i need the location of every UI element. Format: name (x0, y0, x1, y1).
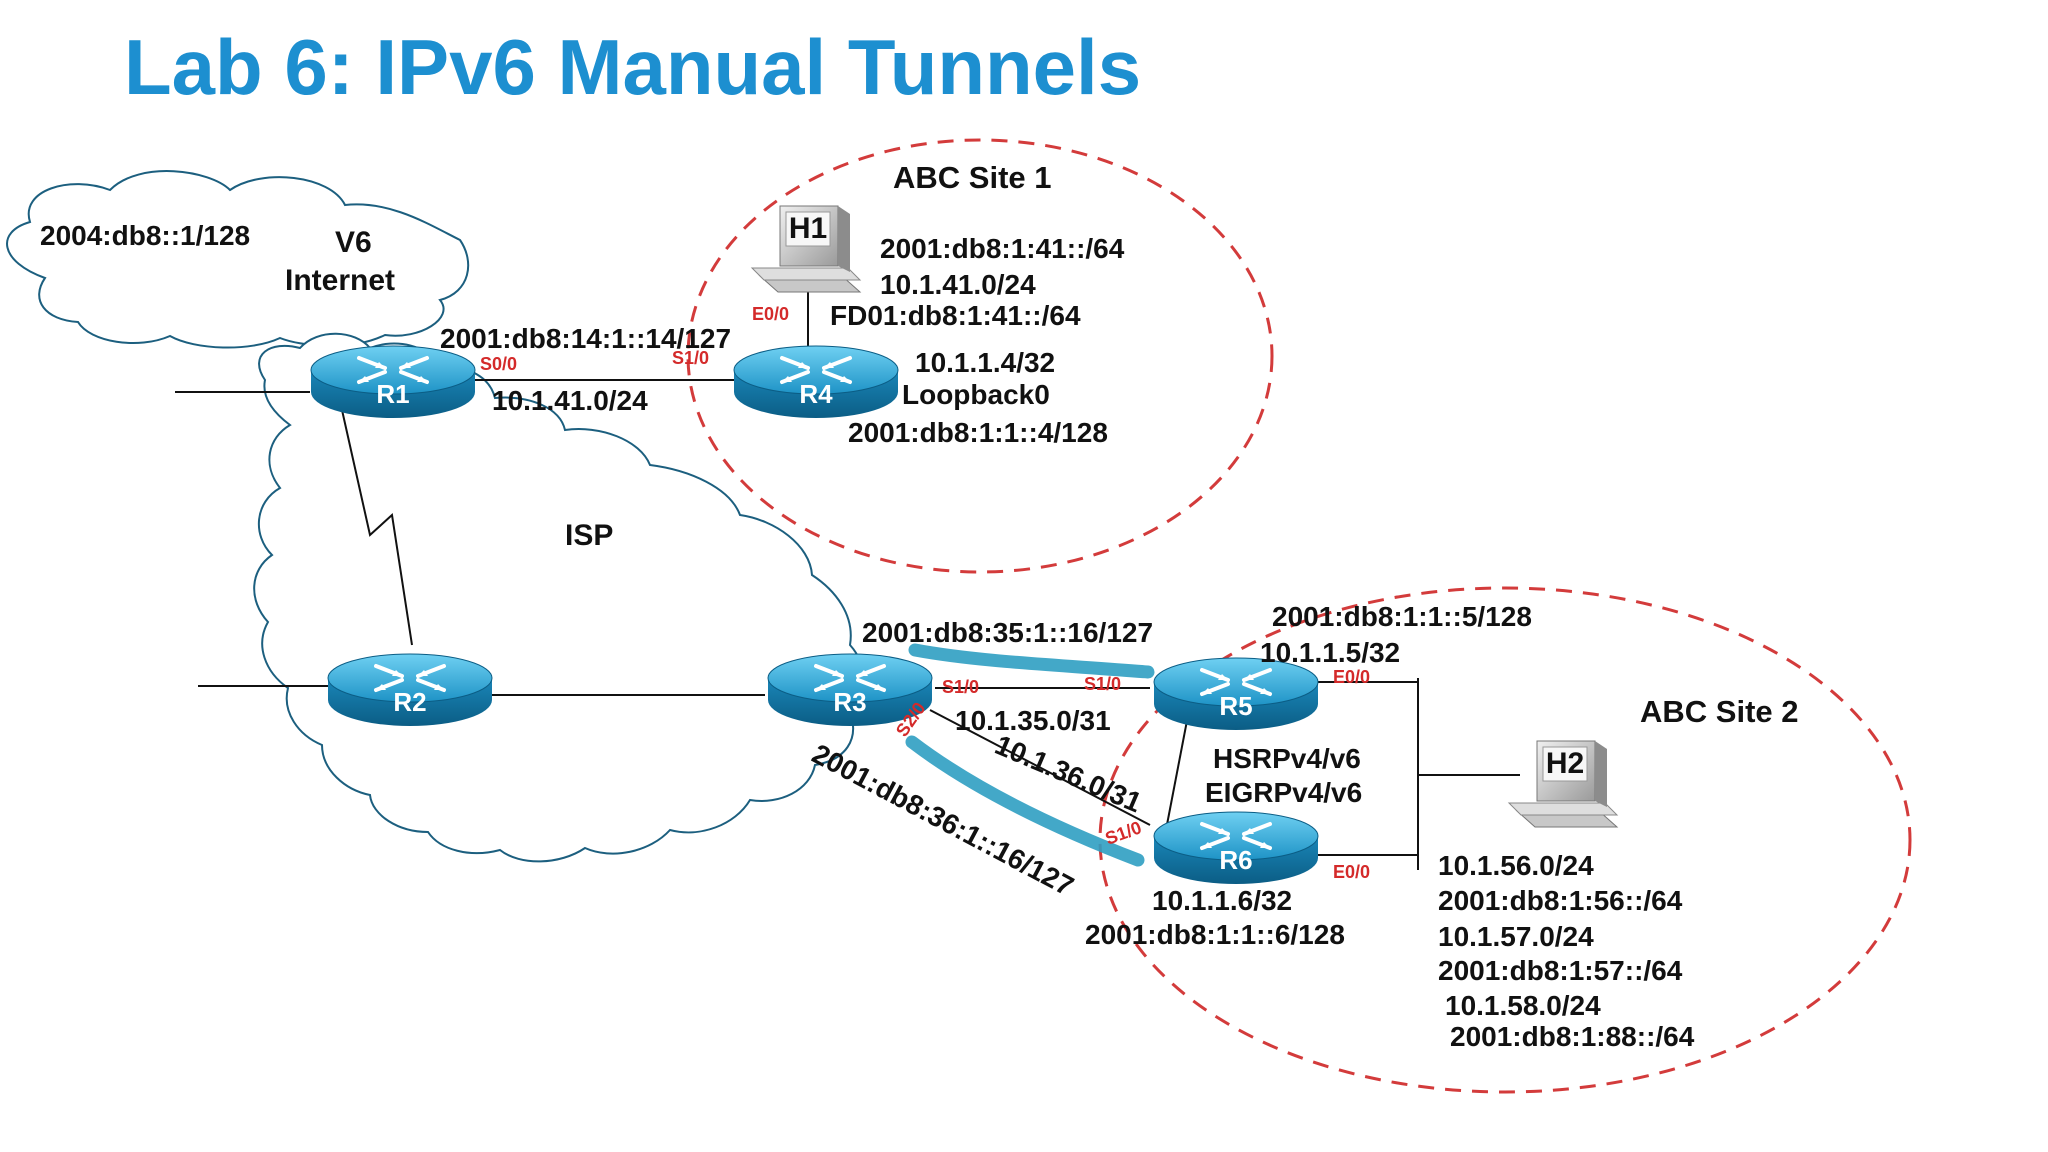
label-r1-r4-v6: 2001:db8:14:1::14/127 (440, 323, 731, 354)
router-r2[interactable]: R2 (326, 652, 494, 728)
site1-label: ABC Site 1 (893, 160, 1051, 195)
isp-cloud (253, 332, 866, 863)
router-label: R3 (833, 687, 866, 717)
label-h1-fd: FD01:db8:1:41::/64 (830, 300, 1081, 331)
iface-r6-e00: E0/0 (1333, 862, 1370, 882)
label-r5-lo-v4: 10.1.1.5/32 (1260, 637, 1400, 668)
router-label: R6 (1219, 845, 1252, 875)
label-hsrp: HSRPv4/v6 (1213, 743, 1361, 774)
iface-r1-s00: S0/0 (480, 354, 517, 374)
isp-label: ISP (565, 519, 613, 552)
router-r1[interactable]: R1 (309, 344, 477, 420)
iface-r6-s10: S1/0 (1103, 817, 1145, 848)
router-label: R1 (376, 379, 409, 409)
iface-r4-e00: E0/0 (752, 304, 789, 324)
v6-internet-addr: 2004:db8::1/128 (40, 220, 250, 251)
link-r1-r2-serial (341, 409, 413, 646)
label-h1-v4: 10.1.41.0/24 (880, 269, 1036, 300)
label-r1-r4-v4: 10.1.41.0/24 (492, 385, 648, 416)
site1-boundary (686, 138, 1274, 574)
host-label: H2 (1546, 747, 1584, 780)
router-label: R4 (799, 379, 833, 409)
router-r3[interactable]: R3 (766, 652, 934, 728)
label-lan1-v4: 10.1.56.0/24 (1438, 850, 1594, 881)
router-label: R2 (393, 687, 426, 717)
router-label: R5 (1219, 691, 1252, 721)
iface-r3-s10: S1/0 (942, 677, 979, 697)
label-r3-r5-v4: 10.1.35.0/31 (955, 705, 1111, 736)
link-r3-r6 (929, 709, 1151, 826)
label-r4-lo-name: Loopback0 (902, 379, 1050, 410)
label-eigrp: EIGRPv4/v6 (1205, 777, 1362, 808)
label-lan2-v6: 2001:db8:1:57::/64 (1438, 955, 1683, 986)
slide-title: Lab 6: IPv6 Manual Tunnels (124, 23, 1142, 111)
label-lan2-v4: 10.1.57.0/24 (1438, 921, 1594, 952)
host-h1[interactable]: H1 (751, 205, 861, 293)
site2-label: ABC Site 2 (1640, 694, 1798, 729)
label-r4-lo-v6: 2001:db8:1:1::4/128 (848, 417, 1108, 448)
iface-r4-s10: S1/0 (672, 348, 709, 368)
router-r5[interactable]: R5 (1152, 656, 1320, 732)
iface-r5-s10: S1/0 (1084, 674, 1121, 694)
label-r4-lo-v4: 10.1.1.4/32 (915, 347, 1055, 378)
v6-internet-cloud (6, 170, 470, 349)
tunnel-r3-r5 (908, 643, 1155, 679)
host-h2[interactable]: H2 (1508, 740, 1618, 828)
label-lan3-v4: 10.1.58.0/24 (1445, 990, 1601, 1021)
router-r4[interactable]: R4 (732, 344, 900, 420)
label-lan3-v6: 2001:db8:1:88::/64 (1450, 1021, 1695, 1052)
label-r6-lo-v4: 10.1.1.6/32 (1152, 885, 1292, 916)
label-r3-r5-v6: 2001:db8:35:1::16/127 (862, 617, 1153, 648)
link-r5-r6 (1164, 704, 1191, 836)
v6-internet-label-1: V6 (335, 226, 372, 259)
label-r5-lo-v6: 2001:db8:1:1::5/128 (1272, 601, 1532, 632)
label-h1-v6: 2001:db8:1:41::/64 (880, 233, 1125, 264)
router-r6[interactable]: R6 (1152, 810, 1320, 886)
iface-r5-e00: E0/0 (1333, 667, 1370, 687)
tunnel-r3-r6 (905, 735, 1145, 867)
v6-internet-label-2: Internet (285, 264, 395, 297)
label-r6-lo-v6: 2001:db8:1:1::6/128 (1085, 919, 1345, 950)
label-lan1-v6: 2001:db8:1:56::/64 (1438, 885, 1683, 916)
host-label: H1 (789, 212, 827, 245)
site2-boundary (1098, 586, 1912, 1094)
